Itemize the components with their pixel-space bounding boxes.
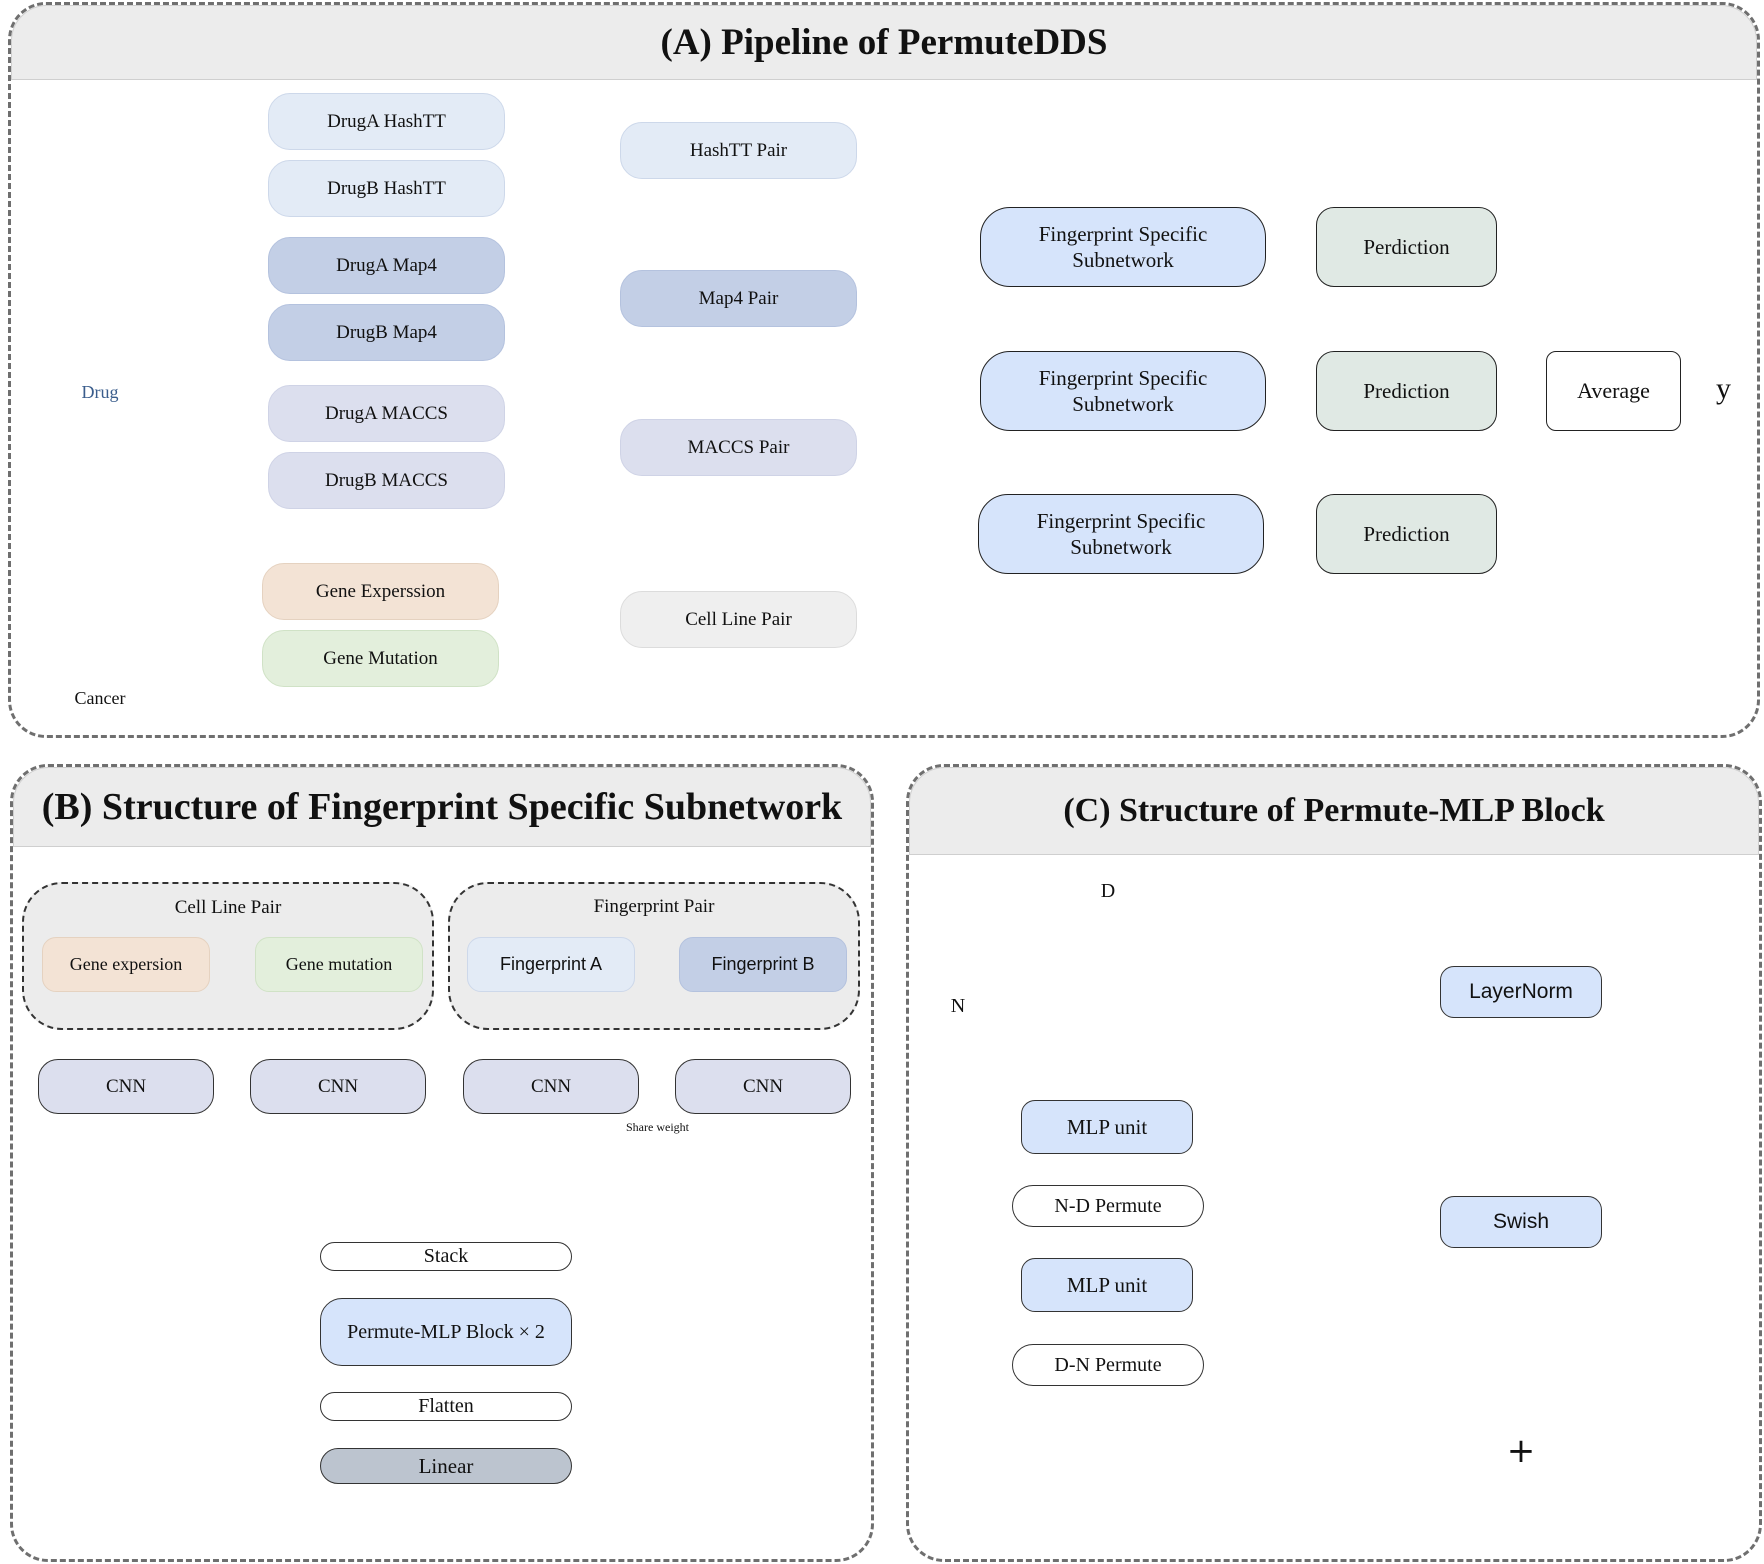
hashtt-pair: HashTT Pair <box>620 122 857 179</box>
drug-a-map4: DrugA Map4 <box>268 237 505 294</box>
fingerprint-pair-label: Fingerprint Pair <box>593 896 715 917</box>
output-y: y <box>1716 372 1731 405</box>
mlp-unit-2: MLP unit <box>1021 1258 1193 1312</box>
drug-b-hashtt: DrugB HashTT <box>268 160 505 217</box>
stack-node: Stack <box>320 1242 572 1271</box>
cnn-2: CNN <box>250 1059 426 1114</box>
drug-label: Drug <box>81 382 119 402</box>
panel-c: (C) Structure of Permute-MLP Block <box>906 764 1762 1562</box>
drug-a-maccs: DrugA MACCS <box>268 385 505 442</box>
fingerprint-subnetwork-3: Fingerprint Specific Subnetwork <box>978 494 1264 574</box>
swish-node: Swish <box>1440 1196 1602 1248</box>
prediction-1: Perdiction <box>1316 207 1497 287</box>
cnn-4: CNN <box>675 1059 851 1114</box>
fingerprint-a-box: Fingerprint A <box>467 937 635 992</box>
gene-expression-input: Gene Experssion <box>262 563 499 620</box>
drug-b-map4: DrugB Map4 <box>268 304 505 361</box>
permute-mlp-block-node: Permute-MLP Block × 2 <box>320 1298 572 1366</box>
flatten-node: Flatten <box>320 1392 572 1421</box>
drug-a-hashtt: DrugA HashTT <box>268 93 505 150</box>
nd-permute-node: N-D Permute <box>1012 1185 1204 1227</box>
linear-node: Linear <box>320 1448 572 1484</box>
dimension-d-label: D <box>1100 880 1116 902</box>
panel-a-title: (A) Pipeline of PermuteDDS <box>11 5 1757 80</box>
share-weight-label: Share weight <box>626 1120 689 1134</box>
map4-pair: Map4 Pair <box>620 270 857 327</box>
cell-line-pair: Cell Line Pair <box>620 591 857 648</box>
gene-mutation-input: Gene Mutation <box>262 630 499 687</box>
gene-expression-box: Gene expersion <box>42 937 210 992</box>
prediction-2: Prediction <box>1316 351 1497 431</box>
dn-permute-node: D-N Permute <box>1012 1344 1204 1386</box>
cancer-label: Cancer <box>74 688 126 708</box>
dimension-n-label: N <box>950 995 966 1017</box>
fingerprint-b-box: Fingerprint B <box>679 937 847 992</box>
mlp-unit-1: MLP unit <box>1021 1100 1193 1154</box>
layernorm-node: LayerNorm <box>1440 966 1602 1018</box>
drug-b-maccs: DrugB MACCS <box>268 452 505 509</box>
cnn-3: CNN <box>463 1059 639 1114</box>
cell-line-pair-label: Cell Line Pair <box>174 897 282 918</box>
maccs-pair: MACCS Pair <box>620 419 857 476</box>
fingerprint-subnetwork-1: Fingerprint Specific Subnetwork <box>980 207 1266 287</box>
cnn-1: CNN <box>38 1059 214 1114</box>
prediction-3: Prediction <box>1316 494 1497 574</box>
average-node: Average <box>1546 351 1681 431</box>
residual-add-label: + <box>1506 1431 1536 1471</box>
panel-c-title: (C) Structure of Permute-MLP Block <box>909 767 1759 855</box>
fingerprint-subnetwork-2: Fingerprint Specific Subnetwork <box>980 351 1266 431</box>
panel-b-title: (B) Structure of Fingerprint Specific Su… <box>13 767 871 847</box>
gene-mutation-box: Gene mutation <box>255 937 423 992</box>
